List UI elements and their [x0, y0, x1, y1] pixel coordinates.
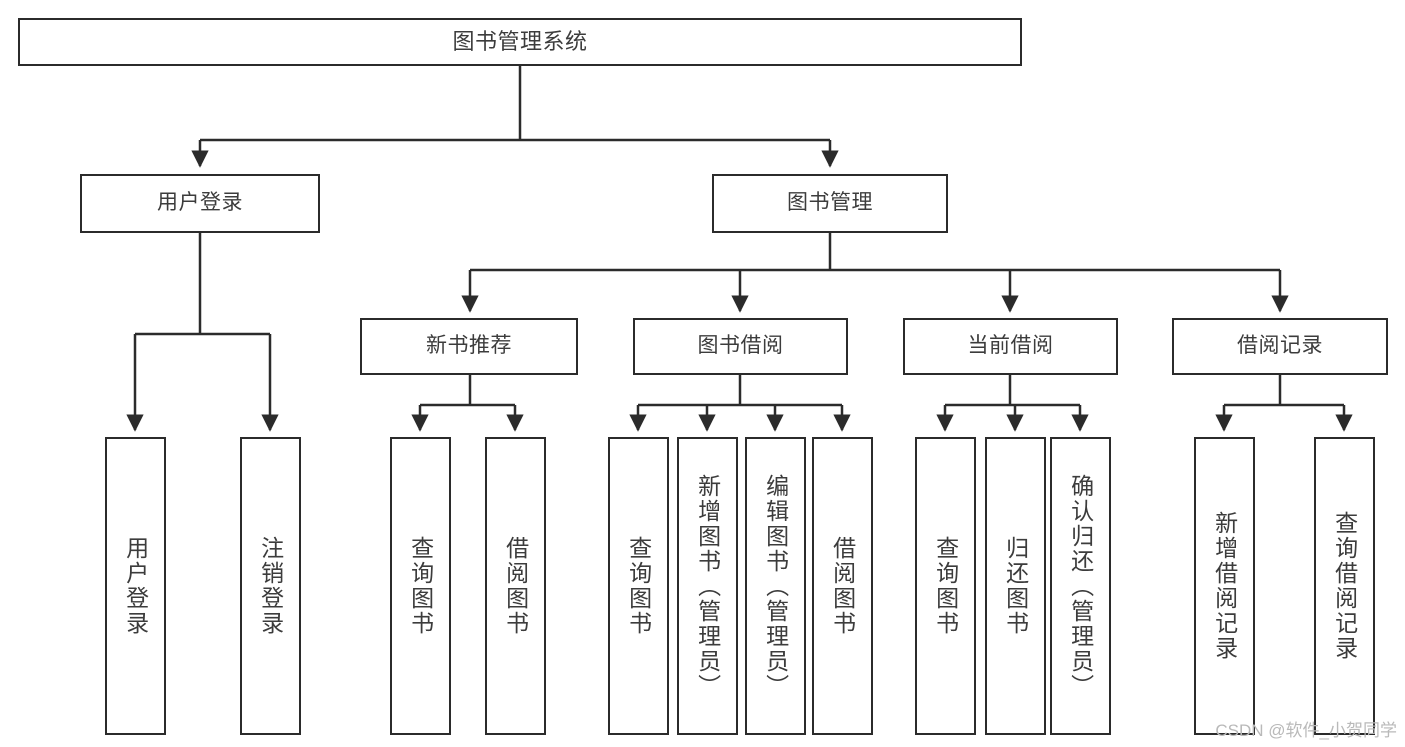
leaf-add-borrow-record[interactable]: 新增借阅记录 [1194, 437, 1255, 735]
leaf-add-book-admin[interactable]: 新增图书（管理员） [677, 437, 738, 735]
node-label: 借阅图书 [502, 536, 529, 636]
leaf-confirm-return-admin[interactable]: 确认归还（管理员） [1050, 437, 1111, 735]
leaf-query-book-borrow[interactable]: 查询图书 [608, 437, 669, 735]
leaf-borrow-book[interactable]: 借阅图书 [812, 437, 873, 735]
node-book-borrow[interactable]: 图书借阅 [633, 318, 848, 375]
node-root-book-management-system[interactable]: 图书管理系统 [18, 18, 1022, 66]
node-label: 图书借阅 [697, 334, 784, 358]
node-label: 新书推荐 [426, 334, 512, 358]
node-label: 新增借阅记录 [1211, 511, 1238, 661]
node-label: 编辑图书（管理员） [762, 473, 789, 699]
node-label: 查询图书 [407, 536, 434, 636]
node-label: 查询图书 [932, 536, 959, 636]
node-label: 查询图书 [625, 536, 652, 636]
node-borrow-record[interactable]: 借阅记录 [1172, 318, 1388, 375]
node-label: 当前借阅 [967, 334, 1054, 358]
node-label: 注销登录 [257, 536, 284, 636]
leaf-edit-book-admin[interactable]: 编辑图书（管理员） [745, 437, 806, 735]
node-user-login[interactable]: 用户登录 [80, 174, 320, 233]
node-label: 图书管理 [787, 191, 873, 215]
node-label: 借阅图书 [829, 536, 856, 636]
node-label: 用户登录 [122, 536, 149, 636]
leaf-return-book[interactable]: 归还图书 [985, 437, 1046, 735]
leaf-query-borrow-record[interactable]: 查询借阅记录 [1314, 437, 1375, 735]
node-new-book-recommend[interactable]: 新书推荐 [360, 318, 578, 375]
node-label: 用户登录 [157, 191, 243, 215]
leaf-user-login[interactable]: 用户登录 [105, 437, 166, 735]
node-label: 借阅记录 [1237, 334, 1323, 358]
node-book-management[interactable]: 图书管理 [712, 174, 948, 233]
leaf-borrow-book-recommend[interactable]: 借阅图书 [485, 437, 546, 735]
leaf-logout[interactable]: 注销登录 [240, 437, 301, 735]
node-current-borrow[interactable]: 当前借阅 [903, 318, 1118, 375]
node-label: 归还图书 [1002, 536, 1029, 636]
watermark: CSDN @软件_小贺同学 [1215, 721, 1397, 740]
node-label: 图书管理系统 [452, 29, 588, 55]
node-label: 确认归还（管理员） [1067, 473, 1094, 699]
node-label: 新增图书（管理员） [694, 473, 721, 699]
leaf-query-book-current[interactable]: 查询图书 [915, 437, 976, 735]
leaf-query-book-recommend[interactable]: 查询图书 [390, 437, 451, 735]
node-label: 查询借阅记录 [1331, 511, 1358, 661]
